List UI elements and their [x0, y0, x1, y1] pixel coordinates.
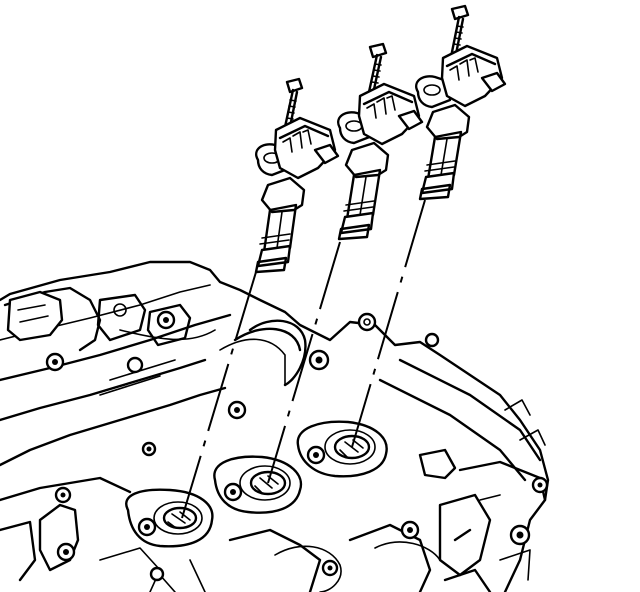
plug-well-3 — [296, 420, 388, 478]
alignment-lines — [181, 199, 426, 519]
ignition-coil-2 — [337, 42, 424, 241]
plug-well-2 — [213, 455, 303, 514]
coil-bolt-2 — [368, 42, 388, 59]
alignment-line-1 — [181, 271, 257, 519]
coil-bolt-1 — [285, 77, 304, 94]
coil-bolt-3 — [450, 4, 470, 21]
cylinder-head — [0, 260, 550, 592]
alignment-line-2 — [267, 241, 341, 484]
ignition-coil-1 — [254, 77, 340, 274]
alignment-line-3 — [351, 199, 426, 448]
plug-well-1 — [125, 488, 214, 548]
ignition-coil-3 — [415, 4, 507, 201]
